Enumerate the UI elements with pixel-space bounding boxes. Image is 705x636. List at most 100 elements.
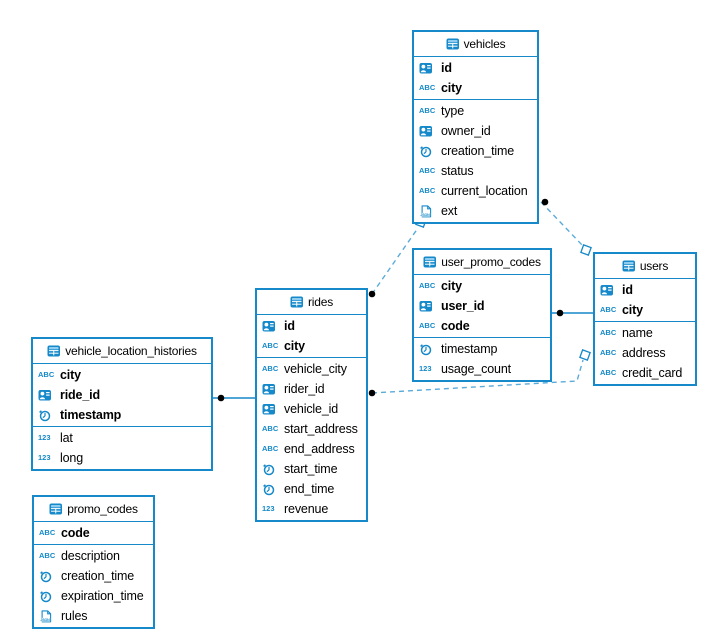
field-vehicle_id[interactable]: vehicle_id xyxy=(257,399,366,419)
relation-diamond xyxy=(579,349,591,361)
table-header[interactable]: vehicle_location_histories xyxy=(33,339,211,364)
svg-text:JSON: JSON xyxy=(40,617,50,621)
text-icon-glyph: ABC xyxy=(419,106,436,115)
field-name: end_time xyxy=(284,482,335,496)
table-title: promo_codes xyxy=(67,502,138,516)
field-name: long xyxy=(60,451,84,465)
field-vehicle_city[interactable]: ABC vehicle_city xyxy=(257,359,366,379)
field-name: city xyxy=(441,279,462,293)
field-owner_id[interactable]: owner_id xyxy=(414,121,537,141)
field-timestamp[interactable]: timestamp xyxy=(33,405,211,425)
relation-vehicles-users[interactable] xyxy=(540,201,584,247)
table-header[interactable]: vehicles xyxy=(414,32,537,57)
text-icon: ABC xyxy=(262,442,281,456)
uuid-icon xyxy=(419,61,438,75)
text-icon-glyph: ABC xyxy=(600,305,617,314)
table-icon xyxy=(289,295,304,309)
table-header[interactable]: user_promo_codes xyxy=(414,250,550,275)
relation-diamond xyxy=(580,244,592,256)
field-name: city xyxy=(60,368,81,382)
field-name: expiration_time xyxy=(61,589,144,603)
table-header[interactable]: users xyxy=(595,254,695,279)
uuid-icon xyxy=(262,319,281,333)
relation-dot xyxy=(368,389,376,397)
field-start_time[interactable]: start_time xyxy=(257,459,366,479)
field-user_id[interactable]: user_id xyxy=(414,296,550,316)
table-title: vehicles xyxy=(463,37,506,51)
field-expiration_time[interactable]: expiration_time xyxy=(34,586,153,606)
field-name: timestamp xyxy=(441,342,498,356)
field-name: vehicle_city xyxy=(284,362,347,376)
field-name: code xyxy=(61,526,90,540)
field-ride_id[interactable]: ride_id xyxy=(33,385,211,405)
text-icon-glyph: ABC xyxy=(600,368,617,377)
field-name: id xyxy=(441,61,452,75)
field-name: rider_id xyxy=(284,382,325,396)
uuid-icon xyxy=(419,124,438,138)
field-creation_time[interactable]: creation_time xyxy=(414,141,537,161)
field-end_time[interactable]: end_time xyxy=(257,479,366,499)
relation-dot xyxy=(541,198,549,206)
text-icon-glyph: ABC xyxy=(262,364,279,373)
text-icon: ABC xyxy=(600,366,619,380)
text-icon: ABC xyxy=(38,368,57,382)
table-title: user_promo_codes xyxy=(441,255,541,269)
number-icon: 123 xyxy=(38,451,57,465)
field-id[interactable]: id xyxy=(257,316,366,336)
uuid-icon xyxy=(600,283,619,297)
relation-dot xyxy=(217,394,225,402)
field-name: timestamp xyxy=(60,408,122,422)
field-creation_time[interactable]: creation_time xyxy=(34,566,153,586)
text-icon: ABC xyxy=(419,184,438,198)
table-icon xyxy=(423,255,437,269)
field-timestamp[interactable]: timestamp xyxy=(414,339,550,359)
time-icon xyxy=(419,342,438,356)
text-icon: ABC xyxy=(419,104,438,118)
field-id[interactable]: id xyxy=(595,280,695,300)
field-name: end_address xyxy=(284,442,355,456)
field-rider_id[interactable]: rider_id xyxy=(257,379,366,399)
number-icon: 123 xyxy=(419,362,438,376)
table-header[interactable]: rides xyxy=(257,290,366,315)
field-id[interactable]: id xyxy=(414,58,537,78)
table-header[interactable]: promo_codes xyxy=(34,497,153,522)
time-icon xyxy=(419,144,438,158)
field-name: start_time xyxy=(284,462,338,476)
time-icon xyxy=(38,408,57,422)
